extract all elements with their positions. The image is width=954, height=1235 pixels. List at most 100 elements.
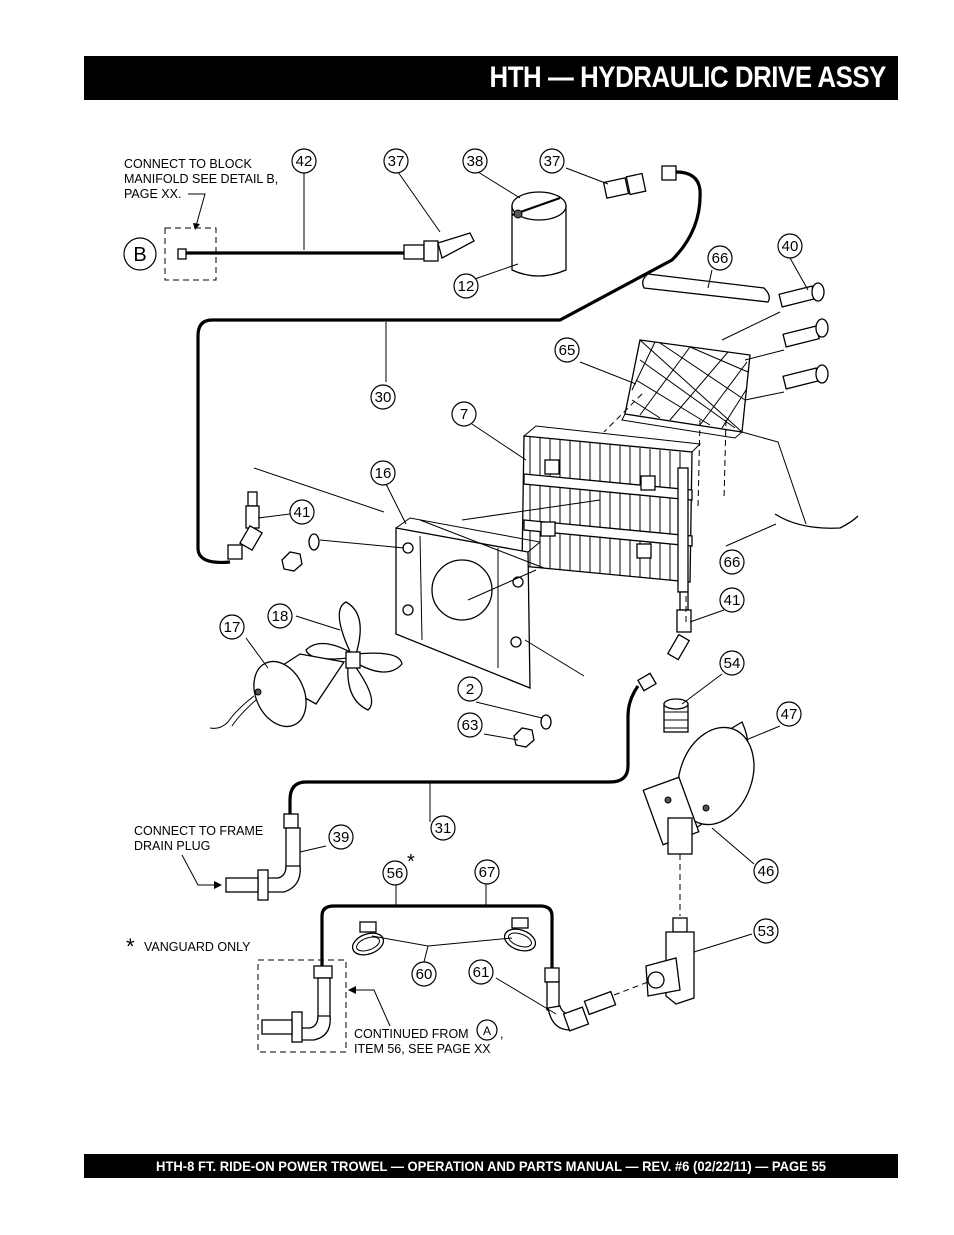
svg-text:61: 61: [473, 964, 490, 981]
note-line: ,: [500, 1027, 503, 1041]
callout-2: 2: [457, 676, 483, 702]
fitting-41-lower: [666, 591, 692, 661]
note-line: CONNECT TO BLOCK: [124, 157, 252, 171]
vanguard-label: VANGUARD ONLY: [144, 940, 251, 954]
fan-18: [305, 601, 403, 711]
dash-leaders: [603, 393, 727, 509]
callout-17: 17: [219, 614, 245, 640]
detail-a-circle: [476, 1019, 498, 1041]
clamps-60: [351, 917, 537, 956]
callout-41: 41: [719, 587, 745, 613]
footer-text: HTH-8 FT. RIDE-ON POWER TROWEL — OPERATI…: [156, 1158, 826, 1174]
svg-text:67: 67: [479, 864, 496, 881]
fan-shroud-16: [395, 517, 542, 689]
svg-text:31: 31: [435, 820, 452, 837]
note-line: MANIFOLD SEE DETAIL B,: [124, 172, 278, 186]
asterisk-56: *: [407, 851, 415, 873]
callout-38: 38: [462, 148, 488, 174]
fitting-37-left: [403, 232, 475, 262]
fitting: [637, 672, 657, 692]
svg-text:56: 56: [387, 865, 404, 882]
note-block-manifold: CONNECT TO BLOCK MANIFOLD SEE DETAIL B, …: [124, 157, 278, 230]
callout-67: 67: [474, 859, 500, 885]
callout-30: 30: [370, 384, 396, 410]
leader: [741, 431, 807, 525]
callout-60: 60: [411, 961, 437, 987]
detail-a-label: A: [483, 1024, 491, 1038]
svg-text:18: 18: [272, 608, 289, 625]
vanguard-star: *: [126, 934, 135, 959]
guard-66: [774, 513, 859, 529]
detail-box: [257, 959, 347, 1053]
filter-38: [511, 191, 567, 277]
title-bar: HTH — HYDRAULIC DRIVE ASSY: [84, 56, 898, 100]
hose-31: [288, 685, 640, 814]
svg-text:41: 41: [294, 504, 311, 521]
fitting: [177, 248, 187, 260]
fitting-61: [544, 967, 617, 1032]
shield-65: [621, 339, 751, 439]
note-continued: CONTINUED FROM A , ITEM 56, SEE PAGE XX: [348, 986, 503, 1056]
note-line: PAGE XX.: [124, 187, 181, 201]
svg-text:42: 42: [296, 153, 313, 170]
nut-washer: [281, 533, 320, 572]
detail-b-circle: [123, 237, 157, 271]
svg-text:47: 47: [781, 706, 798, 723]
fitting-39: [225, 813, 301, 901]
callout-40: 40: [777, 233, 803, 259]
pump-47: [642, 721, 755, 855]
callout-39: 39: [328, 824, 354, 850]
callout-46: 46: [753, 858, 779, 884]
svg-text:37: 37: [388, 153, 405, 170]
note-frame-drain: CONNECT TO FRAME DRAIN PLUG: [134, 824, 263, 889]
callout-63: 63: [457, 712, 483, 738]
motor-17: [209, 653, 346, 729]
page-title: HTH — HYDRAULIC DRIVE ASSY: [489, 61, 887, 94]
svg-text:2: 2: [466, 681, 474, 698]
svg-text:66: 66: [712, 250, 729, 267]
dash: [613, 981, 649, 996]
detail-b: B: [123, 227, 217, 281]
note-line: CONTINUED FROM: [354, 1027, 469, 1041]
svg-text:39: 39: [333, 829, 350, 846]
callout-7: 7: [451, 401, 477, 427]
callout-37: 37: [539, 148, 565, 174]
callout-56: 56: [382, 860, 408, 886]
nut-63: [513, 727, 535, 748]
detail-b-box: [164, 227, 217, 281]
hose-67: [320, 904, 554, 976]
fitting-37-right: [602, 165, 677, 199]
callout-31: 31: [430, 815, 456, 841]
callout-leaders: [245, 167, 809, 1015]
callout-66: 66: [707, 245, 733, 271]
svg-text:17: 17: [224, 619, 241, 636]
screws-40: [721, 282, 829, 401]
svg-text:66: 66: [724, 554, 741, 571]
callout-12: 12: [453, 273, 479, 299]
svg-text:16: 16: [375, 465, 392, 482]
callout-65: 65: [554, 337, 580, 363]
callout-66: 66: [719, 549, 745, 575]
leaders: [253, 467, 601, 677]
detail-vanguard: [257, 959, 347, 1053]
svg-text:46: 46: [758, 863, 775, 880]
svg-text:63: 63: [462, 717, 479, 734]
callout-18: 18: [267, 603, 293, 629]
fitting-41-top: [227, 491, 263, 560]
svg-text:40: 40: [782, 238, 799, 255]
note-line: DRAIN PLUG: [134, 839, 210, 853]
callout-61: 61: [468, 959, 494, 985]
note-line: CONNECT TO FRAME: [134, 824, 263, 838]
callout-37: 37: [383, 148, 409, 174]
coupling-54: [663, 698, 689, 733]
hose-30: [196, 170, 702, 565]
svg-text:30: 30: [375, 389, 392, 406]
svg-text:54: 54: [724, 655, 741, 672]
oil-cooler-7: [521, 425, 702, 593]
footer-bar: HTH-8 FT. RIDE-ON POWER TROWEL — OPERATI…: [84, 1154, 898, 1178]
svg-text:7: 7: [460, 406, 468, 423]
fitting-53: [645, 917, 695, 1005]
svg-text:65: 65: [559, 342, 576, 359]
callout-42: 42: [291, 148, 317, 174]
